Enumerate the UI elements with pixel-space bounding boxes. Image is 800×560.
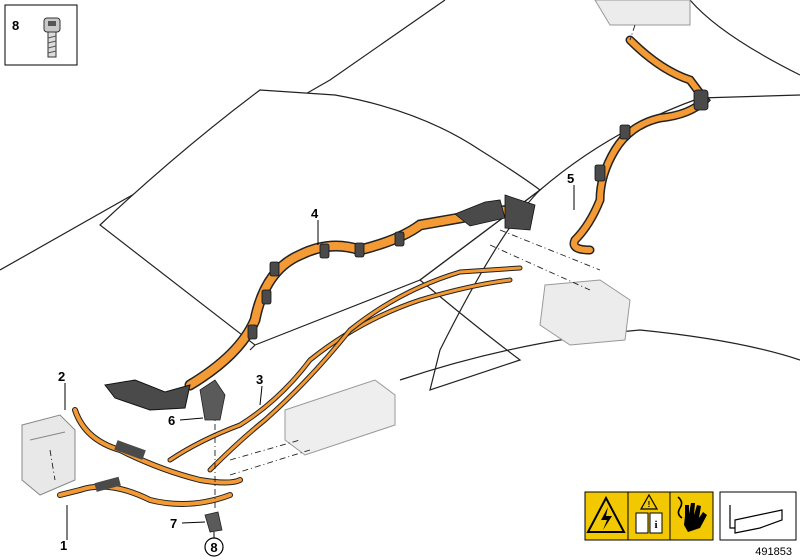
hv-warning-panel: ! i	[584, 491, 714, 541]
callout-7[interactable]: 7	[170, 516, 177, 531]
right-dc-converter	[539, 279, 631, 346]
vehicle-body-outline	[0, 0, 800, 391]
electrical-hazard-glove-icon	[677, 496, 707, 532]
arrow-to-previous-icon[interactable]	[719, 491, 797, 541]
part-4-main-hv-cable[interactable]	[104, 194, 536, 411]
part-8-inset-box[interactable]: 8	[4, 4, 78, 66]
read-manual-icon: ! i	[635, 493, 663, 534]
left-charging-socket-unit	[21, 414, 76, 496]
callout-4[interactable]: 4	[311, 206, 319, 221]
middle-electronics-module	[284, 379, 396, 456]
high-voltage-warning-icon	[586, 495, 626, 533]
screw-icon	[43, 17, 61, 58]
assembly-guide-lines	[49, 24, 636, 510]
svg-text:i: i	[654, 519, 657, 531]
callout-1[interactable]: 1	[60, 538, 67, 553]
part-7-bracket[interactable]	[204, 511, 223, 533]
circled-reference-label: 8	[210, 540, 217, 555]
upper-electronics-unit	[594, 0, 691, 26]
callout-5[interactable]: 5	[567, 171, 574, 186]
part-1-2-lower-cables[interactable]	[57, 407, 243, 507]
part-5-hv-cable-upper[interactable]	[569, 35, 711, 255]
part-3-charging-cable[interactable]	[167, 265, 523, 473]
diagram-reference-number: 491853	[755, 546, 792, 558]
callout-leader-lines	[64, 185, 575, 540]
circled-reference-8[interactable]: 8	[204, 532, 224, 557]
svg-text:!: !	[648, 500, 651, 509]
inset-part-number: 8	[12, 18, 19, 33]
callout-6[interactable]: 6	[168, 413, 175, 428]
part-6-bracket[interactable]	[199, 379, 226, 421]
callout-2[interactable]: 2	[58, 369, 65, 384]
callout-3[interactable]: 3	[256, 372, 263, 387]
